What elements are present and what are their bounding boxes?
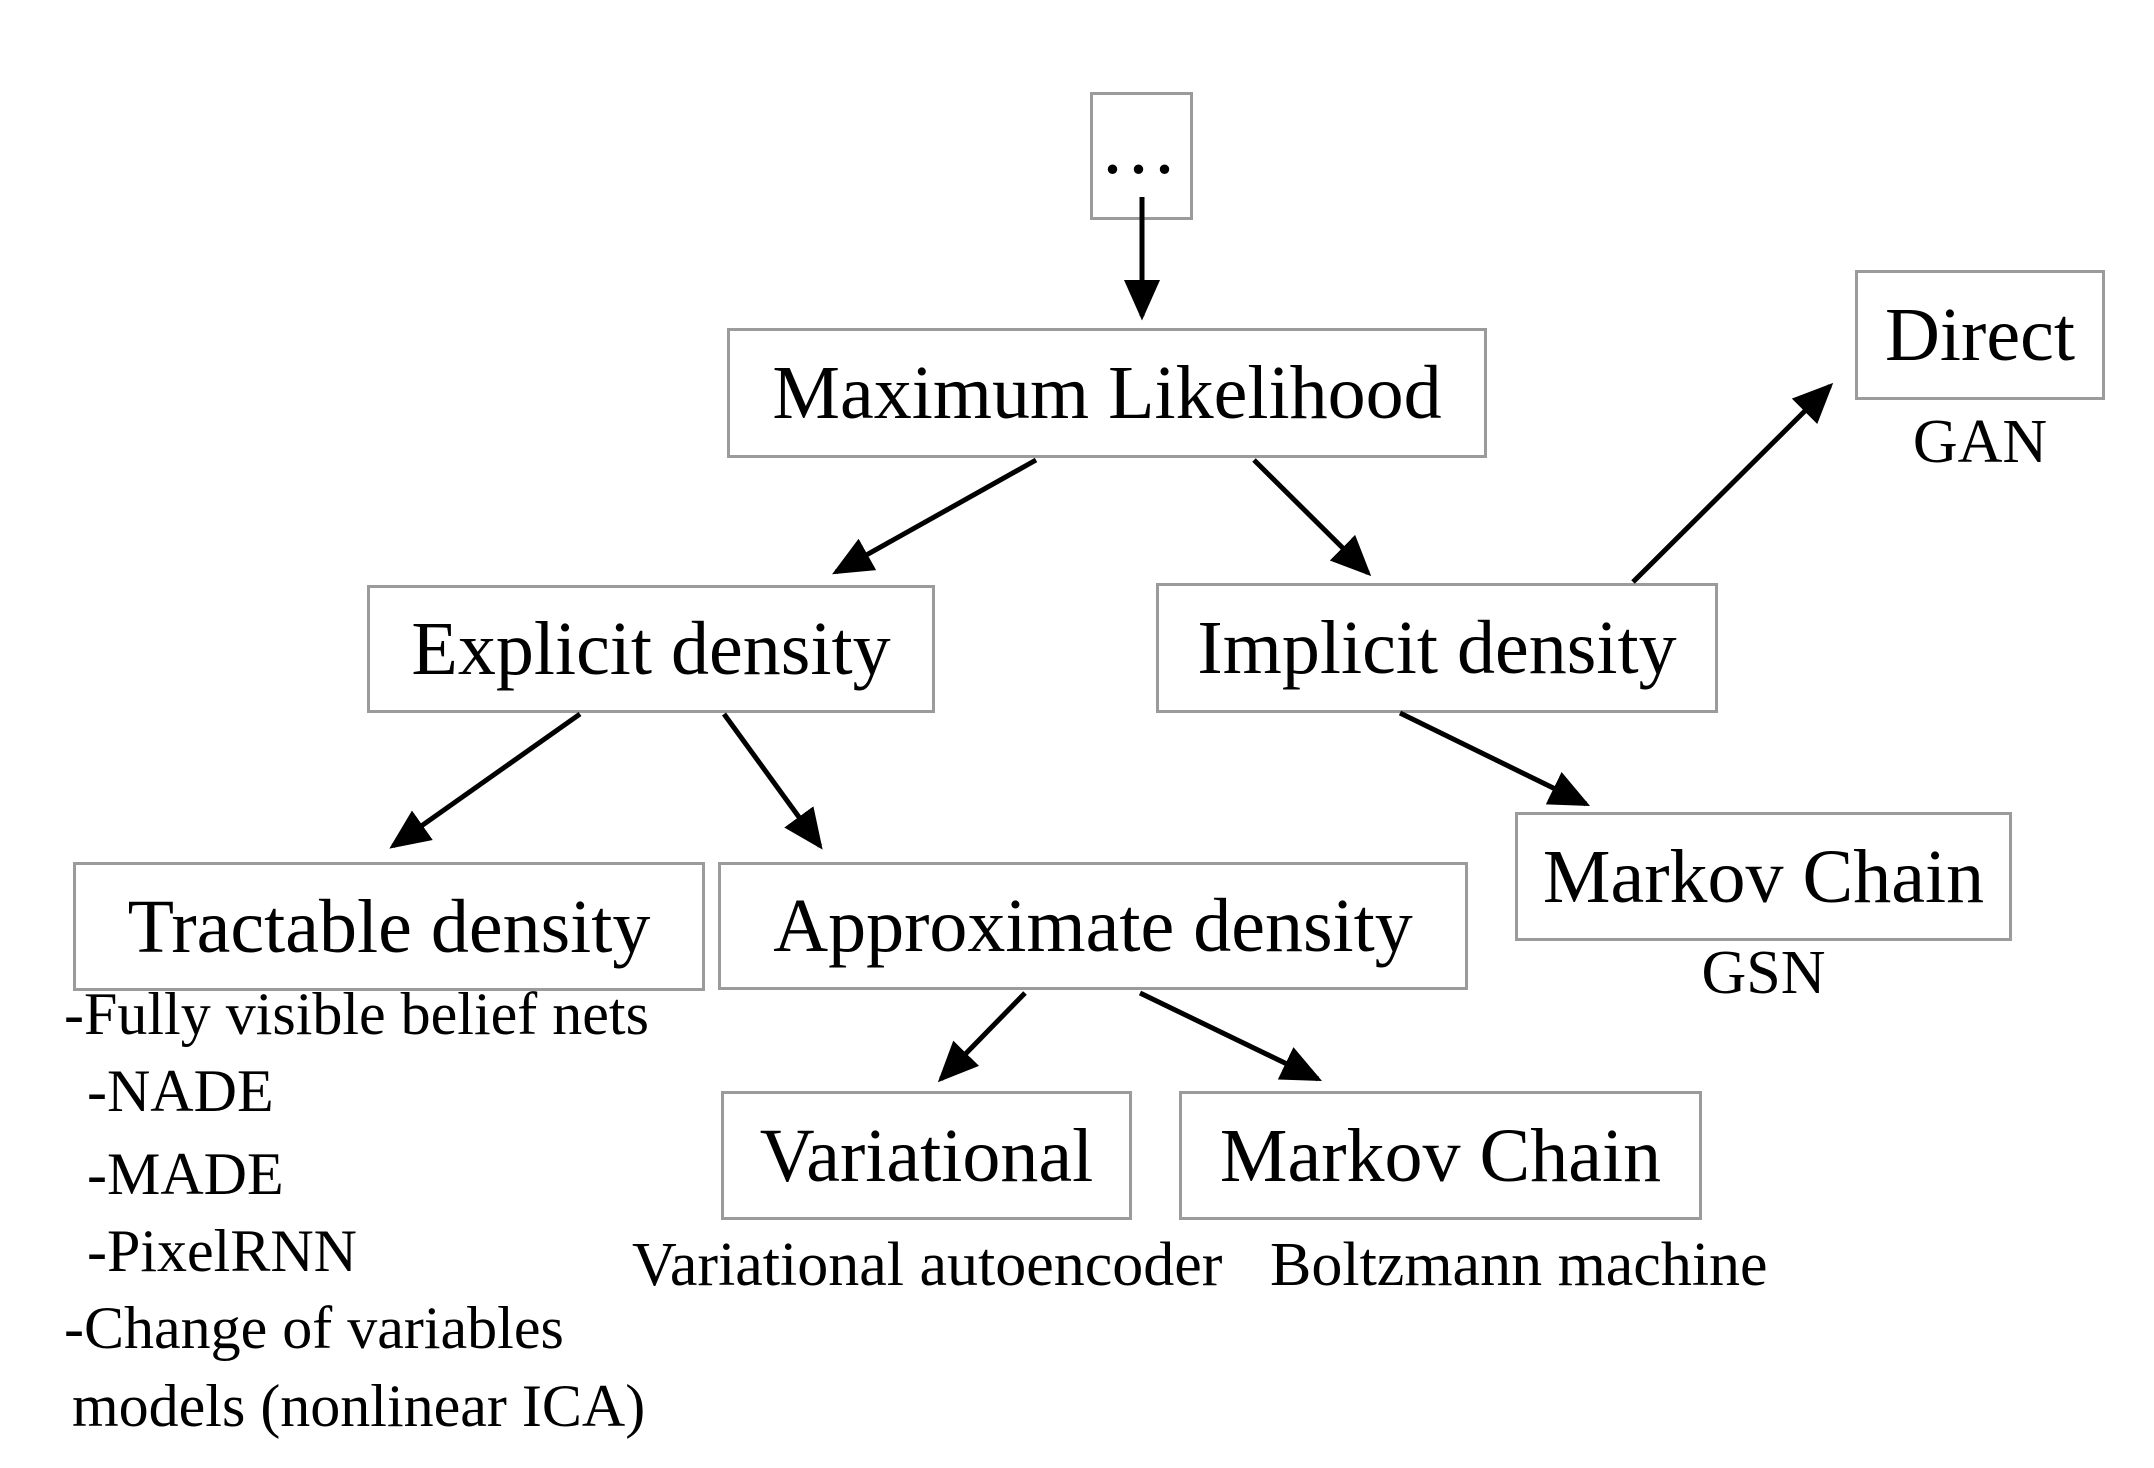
node-variational: Variational — [721, 1091, 1132, 1220]
tractable-example-pixelrnn: -PixelRNN — [87, 1218, 357, 1284]
edge-implicit-density-to-markov-chain-gsn — [1398, 710, 1591, 807]
node-root-label: ... — [1102, 103, 1181, 191]
tractable-example-nade: -NADE — [87, 1058, 274, 1124]
annotation-gan: GAN — [1912, 408, 2048, 476]
node-tractable-density-label: Tractable density — [127, 884, 651, 969]
node-approximate-density: Approximate density — [718, 862, 1468, 990]
node-markov-chain: Markov Chain — [1179, 1091, 1702, 1220]
node-implicit-density-label: Implicit density — [1197, 606, 1677, 690]
tractable-example-change-of-variables: -Change of variables — [64, 1295, 564, 1361]
node-markov-chain-label: Markov Chain — [1219, 1113, 1662, 1198]
node-implicit-density: Implicit density — [1156, 583, 1718, 713]
node-maximum-likelihood: Maximum Likelihood — [727, 328, 1487, 458]
edge-explicit-density-to-approximate-density — [721, 712, 823, 850]
node-variational-label: Variational — [759, 1113, 1094, 1198]
node-direct-label: Direct — [1885, 293, 2075, 377]
node-direct: Direct — [1855, 270, 2105, 400]
tractable-example-made: -MADE — [87, 1141, 284, 1207]
node-explicit-density-label: Explicit density — [411, 607, 891, 691]
edge-implicit-density-to-direct — [1631, 382, 1834, 584]
edge-approximate-density-to-markov-chain — [1138, 990, 1323, 1082]
node-tractable-density: Tractable density — [73, 862, 705, 991]
node-root: ... — [1090, 92, 1193, 220]
edge-explicit-density-to-tractable-density — [389, 711, 582, 849]
annotation-variational-autoencoder: Variational autoencoder — [632, 1231, 1223, 1299]
tractable-example-nonlinear-ica: models (nonlinear ICA) — [72, 1373, 646, 1439]
tractable-example-fvbn: -Fully visible belief nets — [64, 981, 649, 1047]
node-explicit-density: Explicit density — [367, 585, 935, 713]
annotation-gsn: GSN — [1701, 939, 1826, 1007]
node-markov-chain-gsn: Markov Chain — [1515, 812, 2012, 941]
node-maximum-likelihood-label: Maximum Likelihood — [772, 351, 1442, 435]
node-approximate-density-label: Approximate density — [773, 884, 1413, 968]
edge-maximum-likelihood-to-explicit-density — [832, 457, 1038, 575]
edge-maximum-likelihood-to-implicit-density — [1252, 458, 1372, 577]
edge-approximate-density-to-variational — [937, 991, 1027, 1083]
annotation-boltzmann-machine: Boltzmann machine — [1270, 1231, 1768, 1299]
node-markov-chain-gsn-label: Markov Chain — [1542, 834, 1985, 919]
